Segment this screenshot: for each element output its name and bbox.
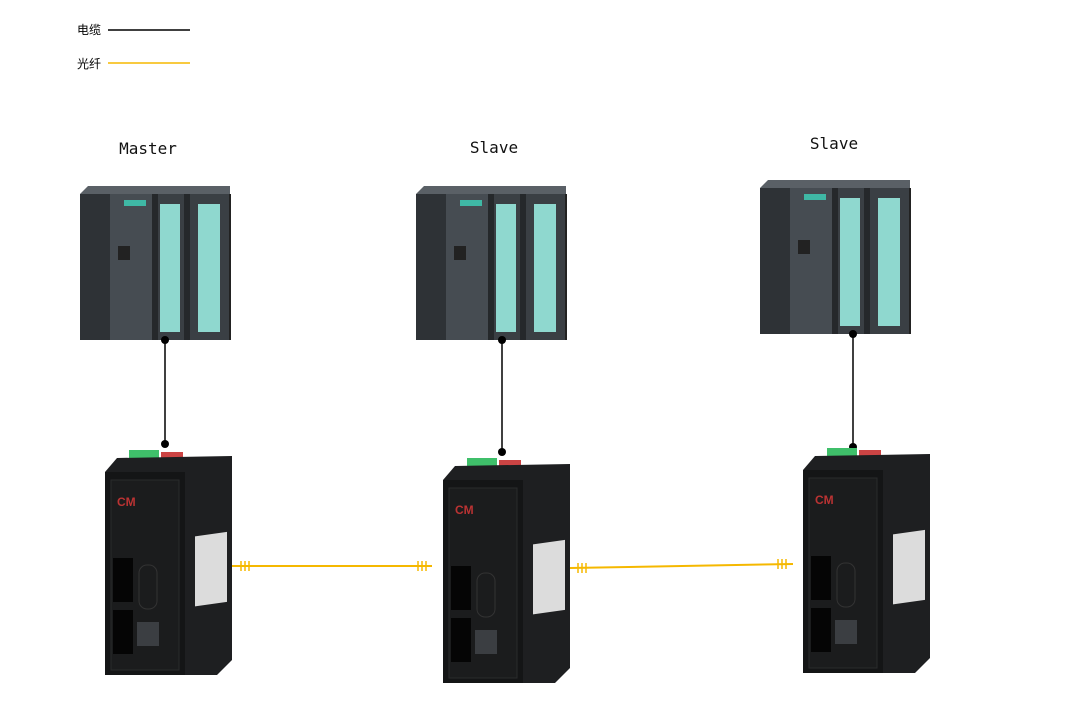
legend-fiber-label: 光纤	[77, 57, 102, 71]
master-label: Master	[119, 139, 177, 158]
slave-1-plc	[415, 185, 567, 341]
cable-endpoints	[161, 330, 857, 456]
master-fiber-converter	[104, 449, 233, 676]
slave-1-fiber-converter	[442, 457, 571, 684]
master-plc	[79, 185, 231, 341]
slave-2-fiber-converter	[802, 447, 931, 674]
slave-2-plc	[759, 179, 911, 335]
slave-2-label: Slave	[809, 134, 859, 153]
cable-links	[164, 334, 854, 452]
legend-cable-label: 电缆	[77, 23, 102, 37]
slave-1-label: Slave	[469, 138, 519, 157]
fiber-links	[232, 559, 794, 573]
